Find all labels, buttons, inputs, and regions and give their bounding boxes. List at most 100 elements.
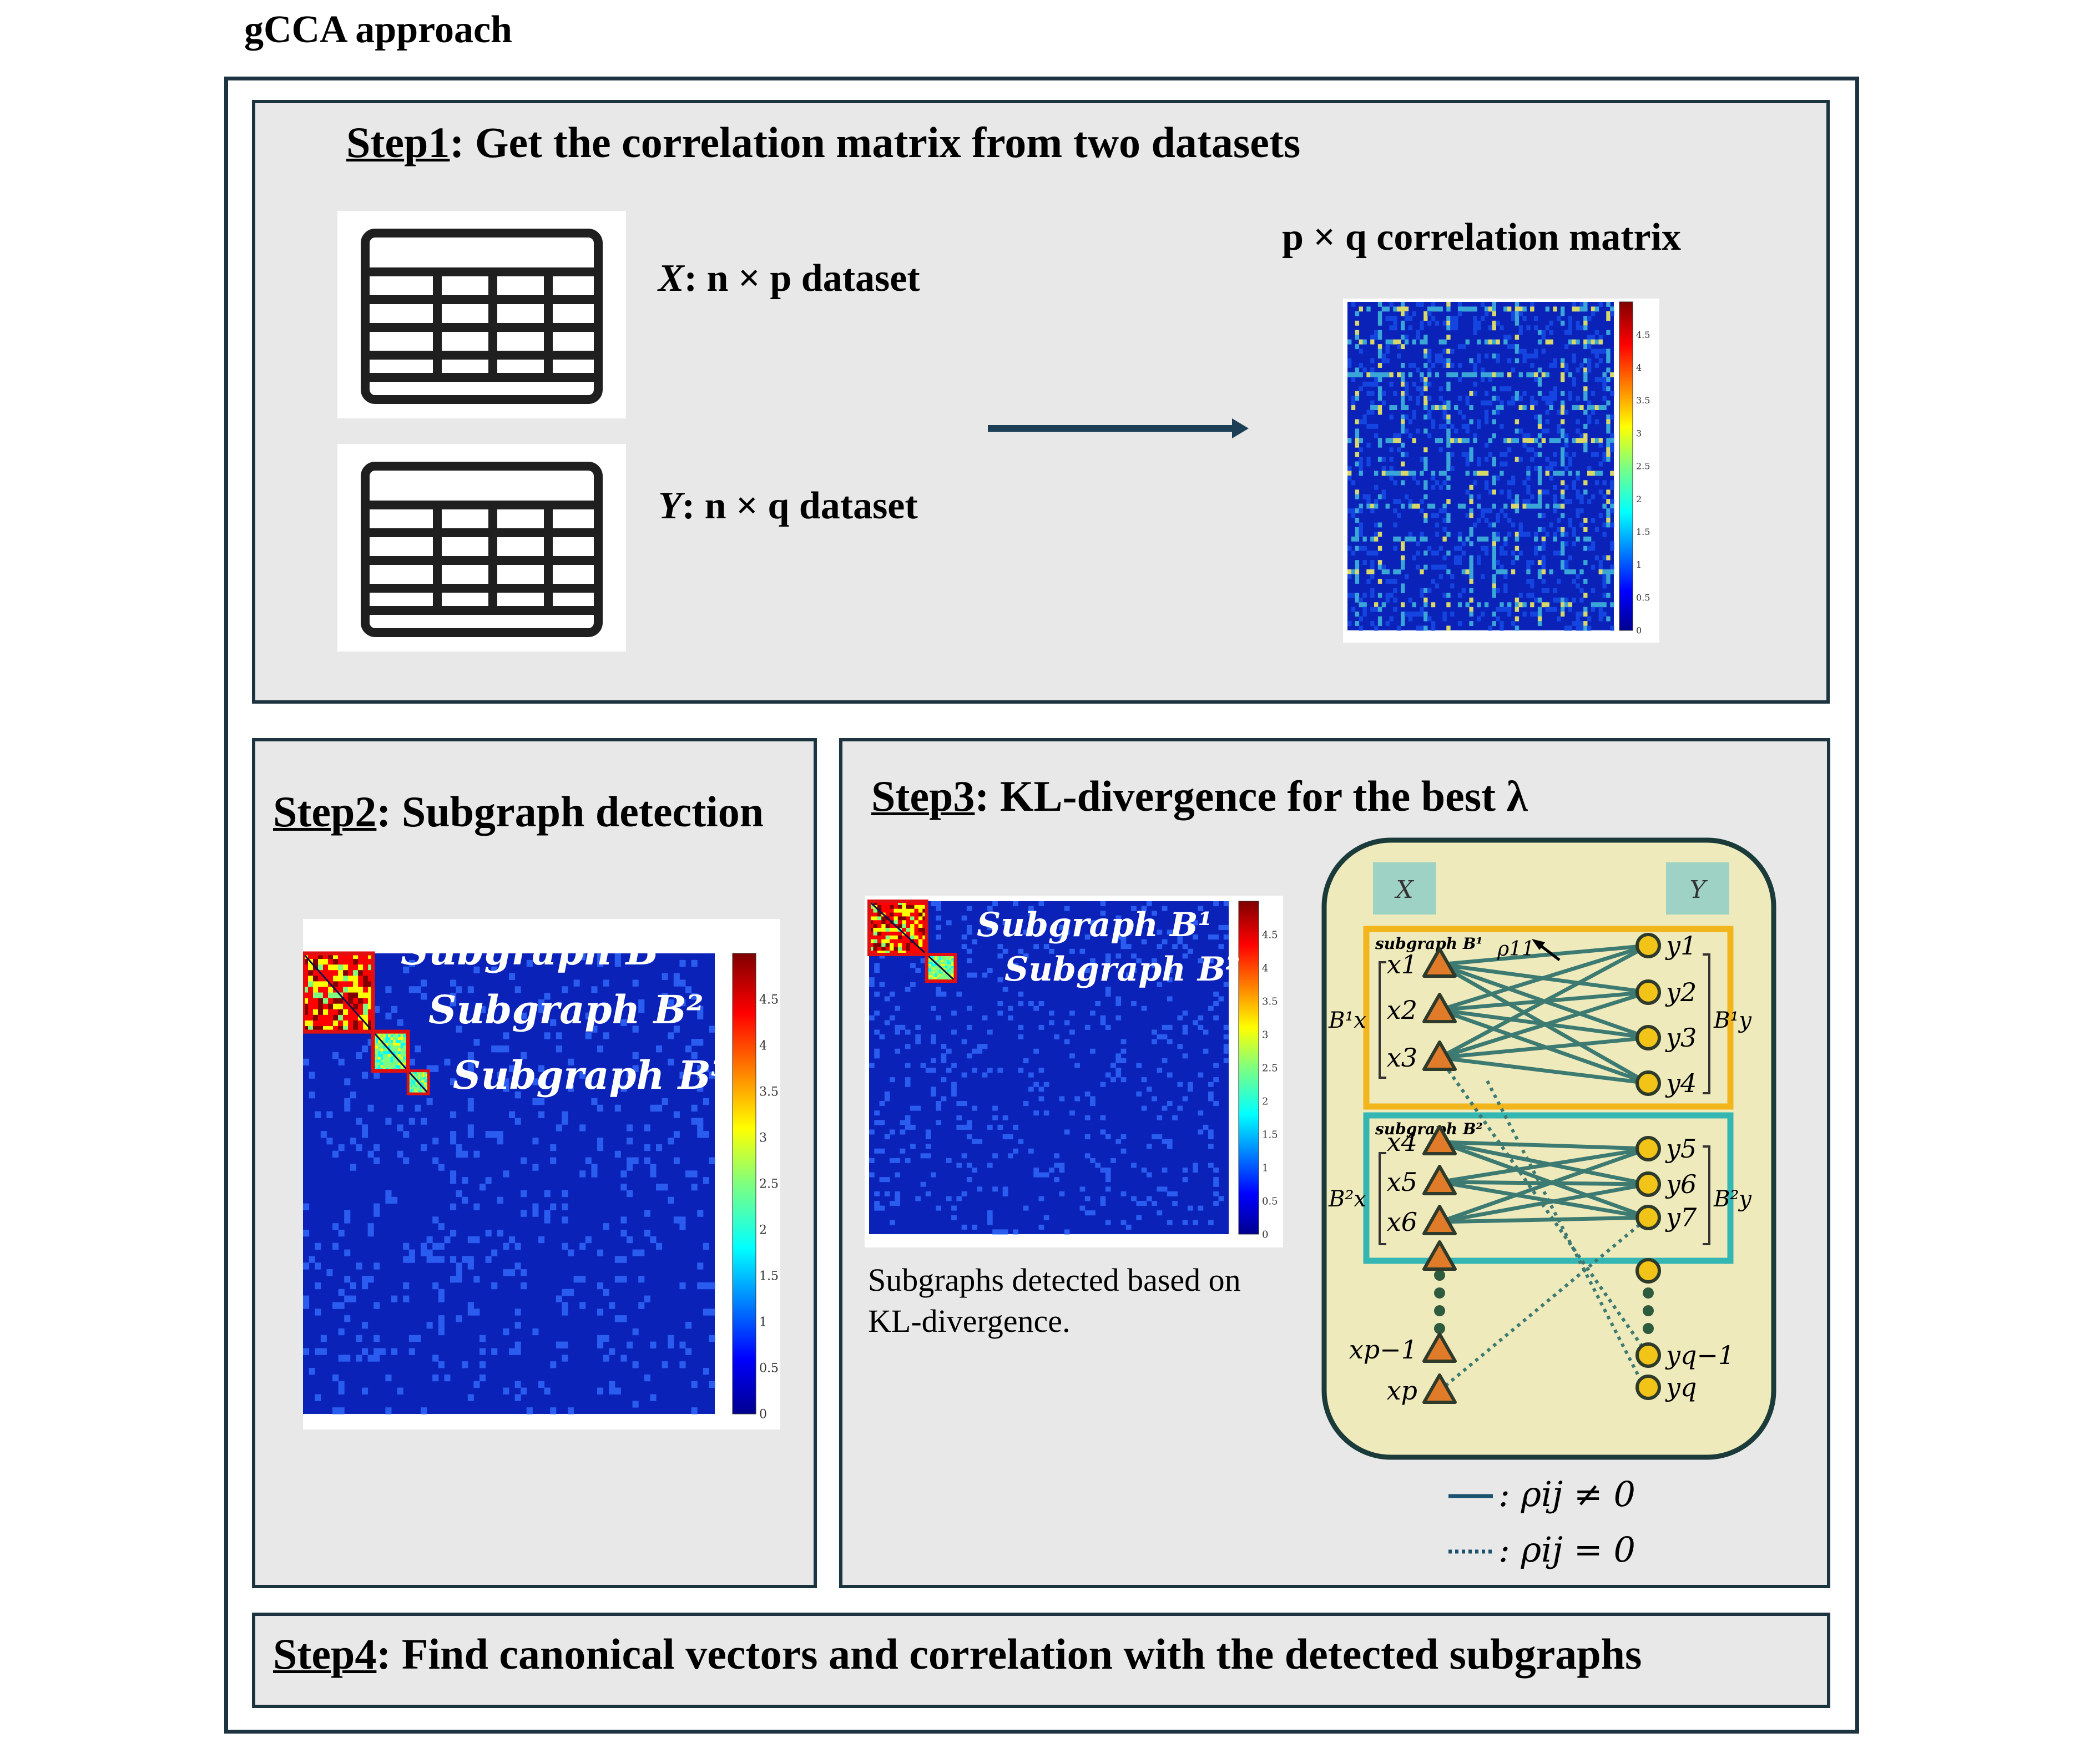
heatmap-cell: [1568, 316, 1573, 321]
heatmap-cell: [1587, 362, 1592, 368]
subgraph-block-cell: [902, 901, 907, 906]
heatmap-cell: [1602, 377, 1607, 382]
colorbar-tick-label: 0: [1636, 625, 1642, 636]
heatmap-cell: [373, 1210, 380, 1217]
subgraph-block-cell: [403, 1059, 406, 1063]
heatmap-cell: [1157, 1034, 1163, 1040]
heatmap-cell: [644, 1295, 650, 1302]
heatmap-cell: [915, 968, 921, 973]
heatmap-cell: [895, 1201, 901, 1206]
subgraph-block-cell: [380, 1065, 383, 1069]
heatmap-cell: [1583, 372, 1588, 377]
heatmap-cell: [1488, 452, 1493, 457]
heatmap-cell: [1366, 457, 1371, 462]
heatmap-cell: [1167, 1024, 1173, 1030]
heatmap-cell: [1198, 958, 1204, 963]
heatmap-cell: [1115, 915, 1122, 921]
heatmap-cell: [1564, 330, 1569, 335]
block-diagonal: [372, 1031, 409, 1072]
subgraph-block-cell: [877, 931, 882, 936]
heatmap-cell: [1162, 906, 1168, 911]
y-node-circle: [1635, 1171, 1661, 1197]
heatmap-cell: [956, 1101, 962, 1107]
subgraph-block-cell: [411, 1079, 413, 1081]
heatmap-cell: [1454, 438, 1458, 443]
heatmap-cell: [1446, 625, 1451, 631]
heatmap-cell: [1423, 335, 1428, 340]
heatmap-cell: [1105, 1134, 1111, 1140]
subgraph-block-cell: [951, 956, 954, 959]
heatmap-cell: [1488, 625, 1493, 631]
heatmap-cell: [415, 1104, 421, 1112]
heatmap-cell: [1587, 367, 1592, 373]
heatmap-cell: [884, 1177, 890, 1183]
heatmap-cell: [1033, 944, 1039, 949]
heatmap-cell: [397, 1150, 403, 1158]
heatmap-cell: [403, 966, 410, 974]
heatmap-cell: [362, 1348, 368, 1355]
heatmap-cell: [1488, 372, 1493, 377]
subgraph-block-cell: [400, 1059, 403, 1063]
heatmap-cell: [679, 1361, 686, 1368]
heatmap-cell: [521, 1012, 527, 1020]
subgraph-block-cell: [873, 912, 878, 917]
heatmap-cell: [946, 1048, 952, 1054]
heatmap-cell: [597, 1144, 604, 1151]
heatmap-cell: [1420, 588, 1424, 593]
heatmap-cell: [332, 1150, 339, 1158]
heatmap-cell: [1530, 400, 1534, 406]
heatmap-cell: [1438, 339, 1443, 345]
heatmap-cell: [1370, 607, 1375, 612]
subgraph-block-cell: [343, 964, 349, 971]
heatmap-cell: [1359, 339, 1363, 345]
subgraph-block-cell: [378, 1045, 381, 1049]
heatmap-cell: [1469, 612, 1473, 617]
heatmap-cell: [900, 1024, 906, 1030]
heatmap-cell: [1461, 372, 1466, 377]
heatmap-cell: [1385, 578, 1390, 584]
heatmap-cell: [597, 959, 604, 967]
subgraph-block-cell: [308, 1009, 314, 1016]
heatmap-cell: [1591, 545, 1596, 551]
heatmap-cell: [869, 1129, 875, 1135]
heatmap-cell: [1583, 391, 1588, 396]
subgraph-block-cell: [398, 1040, 401, 1043]
step4-panel: [252, 1613, 1830, 1708]
heatmap-cell: [338, 1387, 345, 1395]
heatmap-cell: [532, 1138, 539, 1145]
x-node-triangle: [1422, 1240, 1457, 1271]
heatmap-cell: [620, 1256, 627, 1263]
heatmap-cell: [910, 963, 916, 968]
subgraph-block-cell: [877, 912, 882, 917]
subgraph-block-cell: [348, 992, 354, 999]
heatmap-cell: [1500, 452, 1504, 457]
heatmap-cell: [1507, 400, 1512, 406]
heatmap-cell: [421, 1242, 427, 1250]
subgraph-block-cell: [343, 1003, 349, 1010]
heatmap-cell: [941, 1096, 947, 1102]
y-table-icon-box: [337, 444, 626, 651]
subgraph-block-cell: [413, 1074, 416, 1077]
heatmap-cell: [1355, 452, 1360, 457]
subgraph-block-cell: [323, 987, 329, 993]
x-node-triangle: [1422, 993, 1457, 1023]
heatmap-cell: [1351, 569, 1356, 575]
heatmap-cell: [656, 1045, 663, 1053]
heatmap-cell: [1481, 377, 1485, 382]
heatmap-cell: [473, 1236, 480, 1244]
heatmap-cell: [344, 1216, 351, 1224]
heatmap-cell: [1446, 569, 1451, 575]
heatmap-cell: [1579, 625, 1584, 631]
heatmap-cell: [1120, 1039, 1127, 1044]
subgraph-block-cell: [420, 1090, 422, 1093]
heatmap-cell: [1397, 569, 1401, 575]
heatmap-cell: [638, 1006, 645, 1013]
heatmap-cell: [1568, 372, 1573, 377]
heatmap-cell: [1438, 471, 1443, 476]
kl-heatmap: 4.543.532.521.510.50: [867, 900, 1278, 1240]
heatmap-cell: [332, 1407, 339, 1415]
heatmap-cell: [1435, 358, 1440, 363]
heatmap-cell: [1362, 560, 1367, 565]
heatmap-cell: [1553, 438, 1557, 443]
subgraph-block-cell: [308, 953, 314, 959]
